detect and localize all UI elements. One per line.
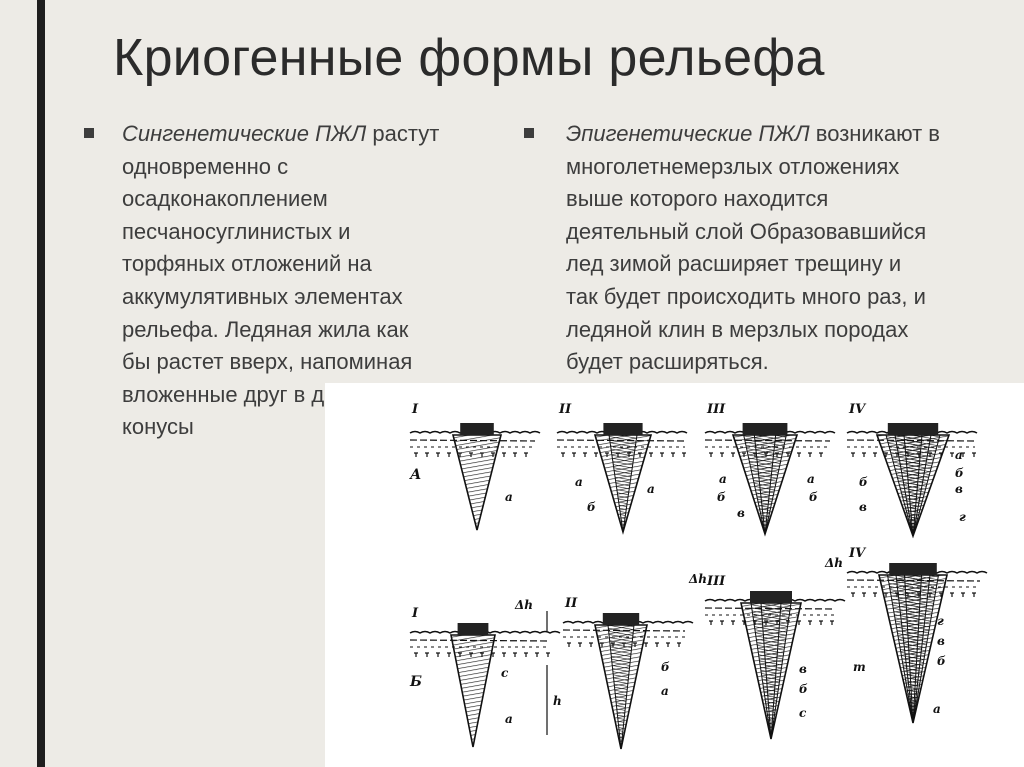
wedge-letter: б xyxy=(717,490,726,504)
bullet-text: Эпигенетические ПЖЛ возникают в многолет… xyxy=(566,118,1014,379)
bullet-term: Сингенетические ПЖЛ xyxy=(122,121,367,146)
stage-numeral: II xyxy=(564,596,578,611)
wedge-letter: б xyxy=(809,490,818,504)
wedge-letter: б xyxy=(937,654,946,668)
bullet-body: возникают в многолетнемерзлых отложениях… xyxy=(566,121,940,375)
bullet-term: Эпигенетические ПЖЛ xyxy=(566,121,810,146)
ice-wedge-b4 xyxy=(877,563,949,724)
wedge-letter: m xyxy=(853,660,866,674)
wedge-letter: в xyxy=(737,506,745,520)
bullet-epigenetic: Эпигенетические ПЖЛ возникают в многолет… xyxy=(524,118,1014,379)
wedge-cap xyxy=(603,423,643,435)
ice-wedge-a4 xyxy=(875,423,951,539)
bullet-syngenetic: Сингенетические ПЖЛ растут одновременно … xyxy=(84,118,484,444)
wedge-cone xyxy=(451,434,503,531)
wedge-cap xyxy=(602,613,640,625)
bullet-text: Сингенетические ПЖЛ растут одновременно … xyxy=(122,118,484,444)
left-accent-bar xyxy=(37,0,45,767)
wedge-letter: б xyxy=(661,660,670,674)
square-bullet-icon xyxy=(84,128,94,138)
square-bullet-icon xyxy=(524,128,534,138)
stage-numeral: III xyxy=(706,402,726,417)
wedge-cap xyxy=(457,623,489,635)
wedge-letter: в xyxy=(937,634,945,648)
row-label: Б xyxy=(409,674,422,690)
stage-numeral: I xyxy=(411,606,419,621)
stage-numeral: IV xyxy=(848,402,867,417)
wedge-letter: c xyxy=(501,666,509,680)
wedge-letter: Δh xyxy=(514,598,533,612)
wedge-cap xyxy=(460,423,494,435)
wedge-letter: б xyxy=(587,500,596,514)
bullet-body: растут одновременно с осадконакоплением … xyxy=(122,121,440,440)
ice-wedge-a2 xyxy=(593,423,653,535)
ice-wedge-a3 xyxy=(731,423,799,537)
wedge-letter: а xyxy=(933,702,941,716)
wedge-letter: б xyxy=(859,475,868,489)
wedge-letter: Δh xyxy=(688,572,707,586)
wedge-cap xyxy=(750,591,792,603)
wedge-letter: в xyxy=(859,500,867,514)
wedge-letter: б xyxy=(799,682,808,696)
stage-numeral: I xyxy=(411,402,419,417)
wedge-letter: г xyxy=(937,614,944,628)
wedge-cap xyxy=(887,423,939,435)
wedge-cone xyxy=(450,634,496,748)
ice-wedge-a1 xyxy=(451,423,503,531)
ice-wedge-b3 xyxy=(740,591,802,740)
wedge-letter: в xyxy=(799,662,807,676)
wedge-drawings xyxy=(409,423,988,750)
wedge-letter: Δh xyxy=(824,556,843,570)
stage-numeral: IV xyxy=(848,546,867,561)
wedge-letter: а xyxy=(505,490,513,504)
wedge-cap xyxy=(889,563,937,575)
wedge-cap xyxy=(742,423,788,435)
wedge-letter: г xyxy=(959,510,966,524)
wedge-letter: h xyxy=(553,694,562,708)
ice-wedge-b1 xyxy=(450,623,496,748)
wedge-letter: а xyxy=(661,684,669,698)
wedge-letter: а xyxy=(807,472,815,486)
row-label: А xyxy=(409,467,421,483)
wedge-letter: б xyxy=(955,466,964,480)
wedge-letter: а xyxy=(955,448,963,462)
wedge-letter: а xyxy=(719,472,727,486)
wedge-letter: а xyxy=(647,482,655,496)
stage-numeral: II xyxy=(558,402,572,417)
wedge-letter: с xyxy=(799,706,807,720)
ice-wedge-b2 xyxy=(594,613,648,750)
stage-numeral: III xyxy=(706,574,726,589)
slide-title: Криогенные формы рельефа xyxy=(113,29,825,87)
wedge-letter: а xyxy=(575,475,583,489)
wedge-letter: в xyxy=(955,482,963,496)
wedge-letter: a xyxy=(505,712,513,726)
